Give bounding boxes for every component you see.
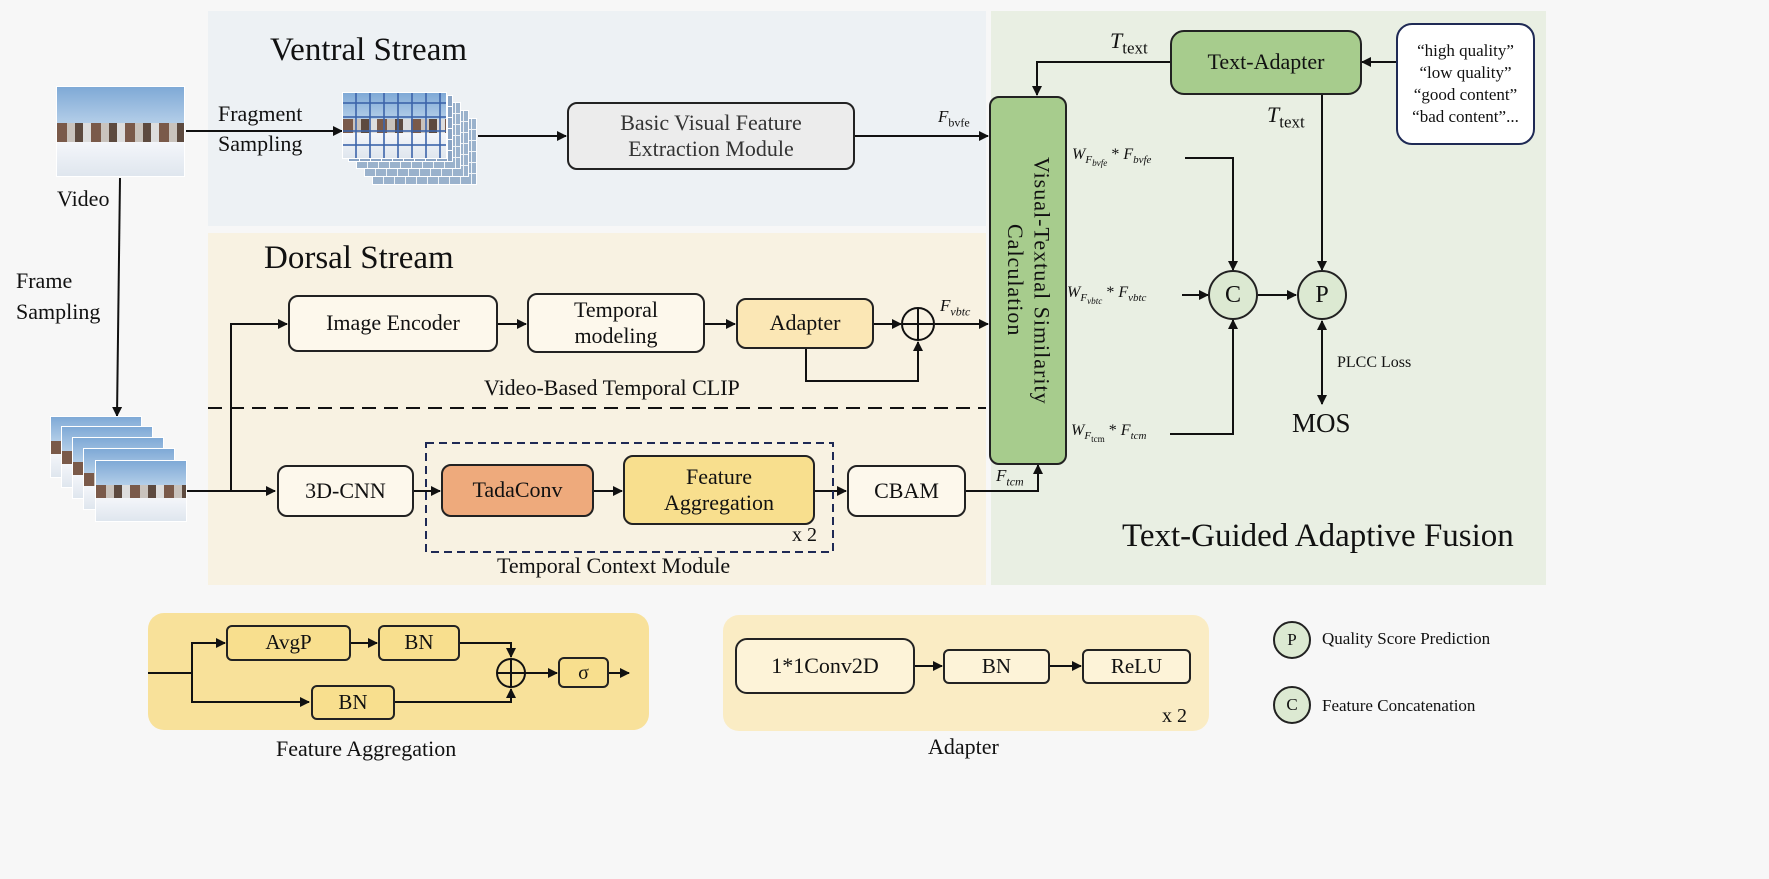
ventral-stream-title: Ventral Stream: [270, 32, 468, 68]
f-tcm-label: Ftcm: [996, 466, 1024, 489]
bvfe-module-box: Basic Visual Feature Extraction Module: [567, 102, 855, 170]
fa-line-1: Feature: [686, 463, 752, 489]
legend-adapter-title: Adapter: [928, 734, 999, 759]
weighted-tcm-label: WFtcm * Ftcm: [1071, 422, 1147, 445]
frame-sampling-label-2: Sampling: [16, 299, 101, 324]
legend-avgp-box: AvgP: [226, 625, 351, 661]
fusion-title: Text-Guided Adaptive Fusion: [1122, 518, 1514, 554]
t-text-label-right: Ttext: [1267, 102, 1305, 132]
text-prompts-box: “high quality” “low quality” “good conte…: [1396, 23, 1535, 145]
prompt-2: “low quality”: [1419, 62, 1512, 82]
prediction-node-p: P: [1297, 270, 1347, 320]
frame-sampling-label-1: Frame: [16, 268, 73, 293]
fragment-sampling-label-2: Sampling: [218, 131, 303, 156]
fa-line-2: Aggregation: [664, 490, 774, 515]
weighted-bvfe-label: WFbvfe * Fbvfe: [1072, 146, 1152, 169]
vts-line-1: Visual-Textual Similarity: [1029, 156, 1055, 405]
tadaconv-box: TadaConv: [441, 464, 594, 517]
tcm-repeat-label: x 2: [792, 524, 817, 546]
video-thumbnail: [56, 86, 185, 177]
plcc-loss-label: PLCC Loss: [1337, 354, 1412, 371]
f-bvfe-label: Fbvfe: [938, 107, 970, 130]
clip-label: Video-Based Temporal CLIP: [484, 375, 740, 400]
text-adapter-box: Text-Adapter: [1170, 30, 1362, 95]
legend-bn-box-bottom: BN: [311, 685, 395, 720]
legend-relu-box: ReLU: [1082, 649, 1191, 684]
legend-c-desc: Feature Concatenation: [1322, 696, 1476, 715]
legend-p-icon: P: [1273, 621, 1311, 659]
image-encoder-box: Image Encoder: [288, 295, 498, 352]
dorsal-stream-title: Dorsal Stream: [264, 240, 454, 276]
bvfe-line-1: Basic Visual Feature: [620, 109, 802, 135]
legend-c-icon: C: [1273, 686, 1311, 724]
cbam-box: CBAM: [847, 465, 966, 517]
bvfe-line-2: Extraction Module: [628, 136, 794, 161]
temporal-line-2: modeling: [574, 323, 658, 348]
temporal-line-1: Temporal: [574, 296, 658, 322]
mos-label: MOS: [1292, 408, 1351, 438]
f-vbtc-label: Fvbtc: [940, 296, 971, 319]
legend-conv-box: 1*1Conv2D: [735, 638, 915, 694]
legend-adapter-repeat: x 2: [1162, 705, 1187, 727]
prompt-1: “high quality”: [1417, 40, 1514, 60]
t-text-label-top: Ttext: [1110, 28, 1148, 58]
legend-adapter-bn-box: BN: [943, 649, 1050, 684]
fragment-sampling-label-1: Fragment: [218, 101, 303, 126]
legend-p-desc: Quality Score Prediction: [1322, 629, 1491, 648]
adapter-box: Adapter: [736, 298, 874, 349]
legend-fa-title: Feature Aggregation: [276, 736, 457, 761]
weighted-vbtc-label: WFvbtc * Fvbtc: [1067, 284, 1147, 307]
prompt-4: “bad content”...: [1412, 107, 1519, 127]
concat-node-c: C: [1208, 270, 1258, 320]
visual-textual-similarity-box: Visual-Textual Similarity Calculation: [989, 96, 1067, 465]
prompt-3: “good content”: [1413, 85, 1518, 104]
vts-line-2: Calculation: [1003, 224, 1028, 337]
tcm-label: Temporal Context Module: [497, 553, 731, 578]
3d-cnn-box: 3D-CNN: [277, 465, 414, 517]
video-label: Video: [57, 186, 110, 211]
legend-bn-box-top: BN: [378, 625, 460, 661]
legend-sigma-box: σ: [558, 657, 609, 688]
feature-aggregation-box: Feature Aggregation: [623, 455, 815, 525]
temporal-modeling-box: Temporal modeling: [527, 293, 705, 353]
